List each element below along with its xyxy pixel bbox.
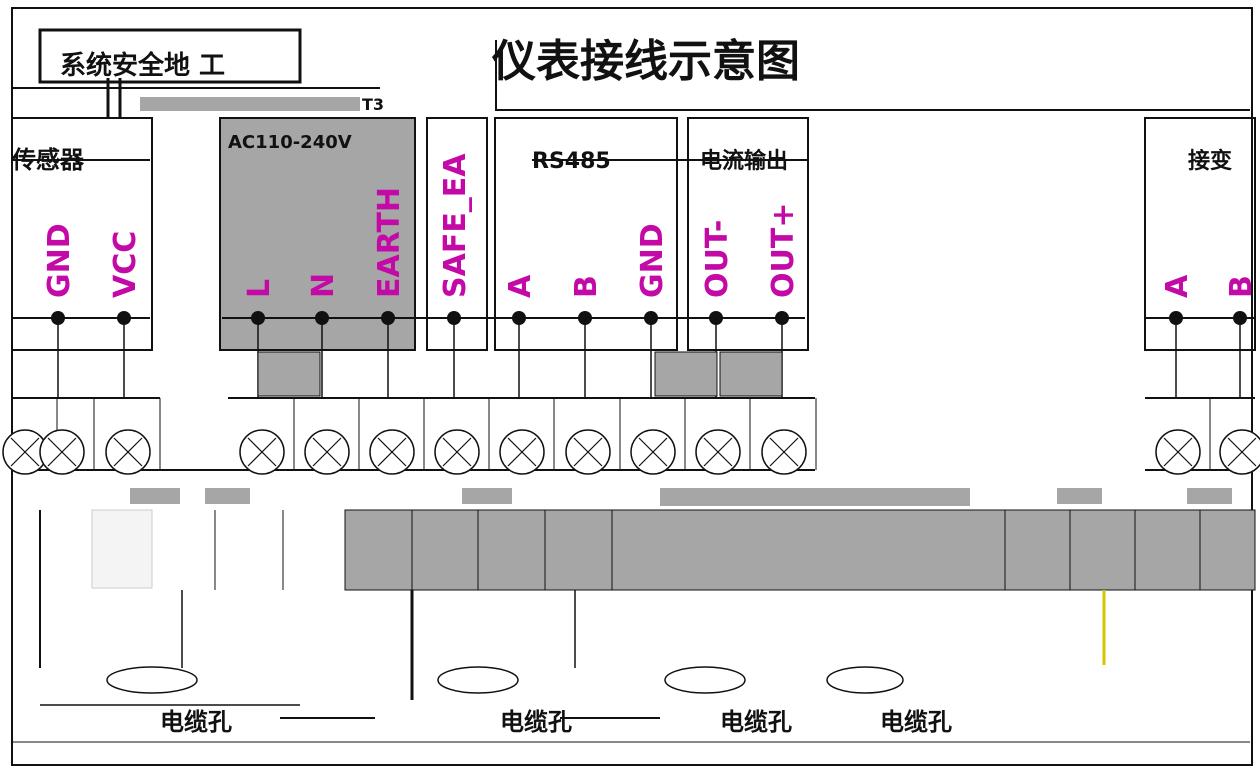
terminal-label-n: N [306, 273, 341, 298]
screw-slot [247, 437, 277, 467]
terminal-label-gnd2: GND [635, 223, 670, 298]
terminal-label-right-a: A [1160, 274, 1195, 298]
screw-slot [573, 437, 603, 467]
drop-block-1 [257, 351, 321, 397]
screw-slot [507, 437, 537, 467]
diagram-frame [11, 7, 1253, 766]
terminal-label-a: A [503, 274, 538, 298]
drop-block-2 [654, 351, 718, 397]
screw-slot [1163, 437, 1193, 467]
page-title: 仪表接线示意图 [491, 36, 800, 87]
gray-tab-4 [1057, 488, 1102, 504]
cable-hole-3 [664, 666, 746, 694]
ground-box-label: 系统安全地 工 [60, 50, 225, 81]
current-box [687, 117, 809, 351]
gray-tab-5 [1187, 488, 1232, 504]
screw-slot [312, 437, 342, 467]
terminal-label-sensor-gnd: GND [42, 223, 77, 298]
screw-slot [442, 437, 472, 467]
terminal-label-sensor-vcc: VCC [108, 231, 143, 298]
drop-block-3 [719, 351, 783, 397]
ground-box [38, 28, 302, 84]
terminal-label-out-plus: OUT+ [766, 203, 801, 298]
lower-white-1 [91, 509, 153, 589]
screw-slot [638, 437, 668, 467]
safe-box [426, 117, 488, 351]
screw-slot [1227, 437, 1257, 467]
section-rs485: RS485 [532, 149, 611, 174]
header-bar [660, 488, 970, 506]
sensor-box [11, 117, 153, 351]
screw-slot [377, 437, 407, 467]
screw-slot [10, 437, 40, 467]
terminal-label-l: L [242, 279, 277, 298]
terminal-label-b: B [569, 275, 604, 298]
screw-slot [47, 437, 77, 467]
section-ac: AC110-240V [228, 132, 352, 153]
cable-hole-4 [826, 666, 904, 694]
cable-label-1: 电缆孔 [160, 708, 232, 736]
cable-label-4: 电缆孔 [880, 708, 952, 736]
top-tag: T3 [362, 95, 384, 114]
ac-box-inner [222, 150, 382, 280]
screw-slot [113, 437, 143, 467]
screw-slot [769, 437, 799, 467]
gray-tab-1 [130, 488, 180, 504]
lower-panel [344, 509, 1256, 591]
screw-slot [703, 437, 733, 467]
cable-label-2: 电缆孔 [500, 708, 572, 736]
section-right: 接变 [1188, 148, 1232, 174]
gray-tab-2 [205, 488, 250, 504]
gray-tab-3 [462, 488, 512, 504]
terminal-label-right-b: B [1224, 275, 1259, 298]
terminal-label-safe: SAFE_EA [438, 153, 473, 298]
top-gray-bar [140, 97, 360, 111]
screw-terminal [1219, 429, 1260, 475]
terminal-label-earth: EARTH [372, 187, 407, 298]
cable-label-3: 电缆孔 [720, 708, 792, 736]
terminal-label-out-minus: OUT- [700, 220, 735, 298]
cable-hole-1 [106, 666, 198, 694]
right-box [1144, 117, 1256, 351]
cable-hole-2 [437, 666, 519, 694]
